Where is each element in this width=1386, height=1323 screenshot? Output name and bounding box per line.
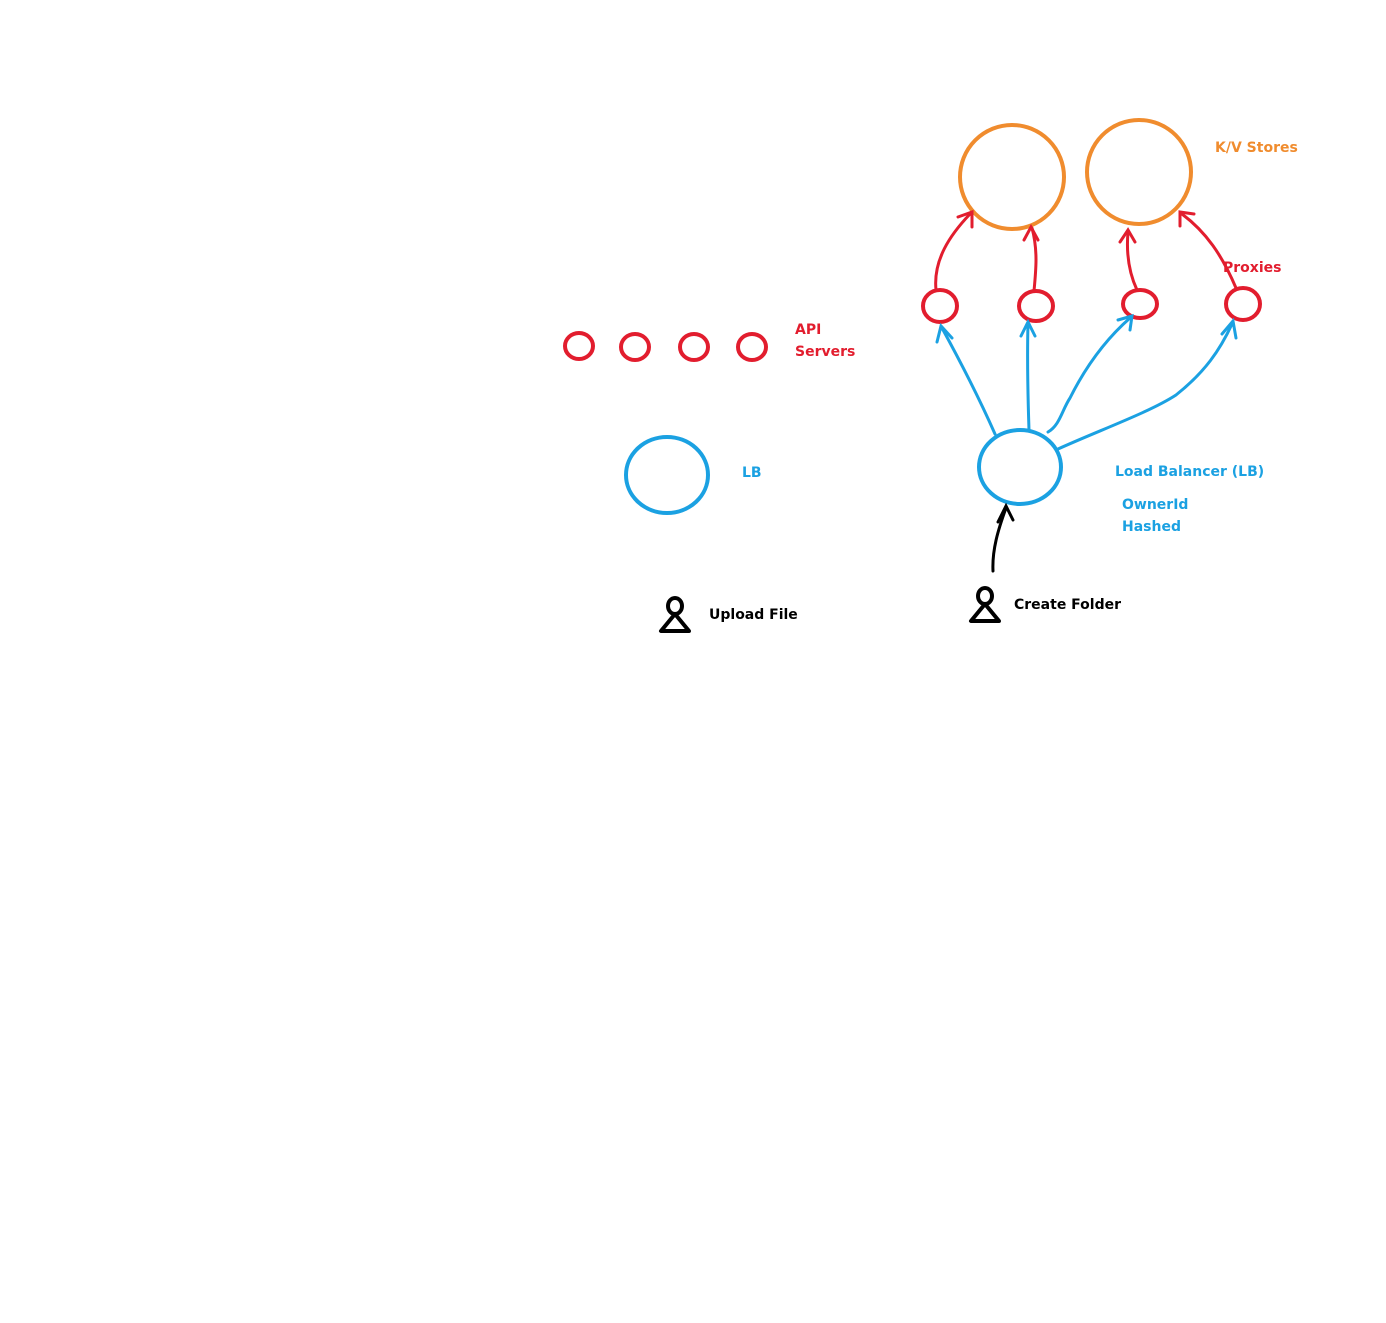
api-server-node-3 xyxy=(678,332,710,362)
lb-left-label: LB xyxy=(742,465,762,481)
lb-node-left xyxy=(624,435,710,515)
proxies-label: Proxies xyxy=(1223,260,1282,276)
arrowhead-proxy3-kv2 xyxy=(1118,227,1137,244)
api-servers-label-line2: Servers xyxy=(795,344,856,360)
arrow-proxy3-kv2 xyxy=(1126,230,1139,292)
kv-store-node-2 xyxy=(1085,118,1193,226)
create-folder-label: Create Folder xyxy=(1014,597,1122,613)
proxy-node-2 xyxy=(1017,289,1055,323)
arrow-user-lb xyxy=(991,506,1008,573)
proxy-node-3 xyxy=(1121,288,1159,320)
proxy-node-4 xyxy=(1224,286,1262,322)
ownerid-label-line2: Hashed xyxy=(1122,519,1181,535)
arrowhead-user-lb xyxy=(996,502,1015,524)
arrowhead-proxy2-kv1 xyxy=(1022,223,1040,242)
arrow-proxy1-kv1 xyxy=(934,212,972,292)
lb-to-proxy-arrows xyxy=(935,313,1238,451)
arrow-lb-proxy1 xyxy=(940,326,997,436)
proxy-node-1 xyxy=(921,288,959,324)
arrowhead-proxy4-kv2 xyxy=(1178,210,1196,228)
api-server-node-1 xyxy=(563,331,595,361)
arrowhead-lb-proxy2 xyxy=(1019,318,1037,338)
api-servers-label-line1: API xyxy=(795,322,822,338)
proxy-to-kv-arrows xyxy=(934,209,1238,293)
arrow-lb-proxy2 xyxy=(1026,322,1031,432)
api-server-node-2 xyxy=(619,332,651,362)
arrow-lb-proxy4 xyxy=(1056,322,1234,451)
user-to-lb-arrow xyxy=(991,502,1015,573)
load-balancer-label: Load Balancer (LB) xyxy=(1115,464,1265,480)
arrow-lb-proxy3 xyxy=(1046,316,1132,434)
load-balancer-node xyxy=(977,428,1063,506)
upload-file-label: Upload File xyxy=(709,607,798,623)
person-icon xyxy=(659,596,691,633)
kv-store-node-1 xyxy=(958,123,1066,231)
arrowhead-lb-proxy4 xyxy=(1220,317,1238,340)
arrowhead-lb-proxy1 xyxy=(935,322,954,344)
kv-stores-label: K/V Stores xyxy=(1215,140,1298,156)
arrowhead-proxy1-kv1 xyxy=(956,209,974,229)
api-server-node-4 xyxy=(736,332,768,362)
person-icon xyxy=(969,586,1001,623)
ownerid-label-line1: OwnerId xyxy=(1122,497,1189,513)
arrow-proxy4-kv2 xyxy=(1180,212,1238,290)
arrowhead-lb-proxy3 xyxy=(1116,313,1134,332)
